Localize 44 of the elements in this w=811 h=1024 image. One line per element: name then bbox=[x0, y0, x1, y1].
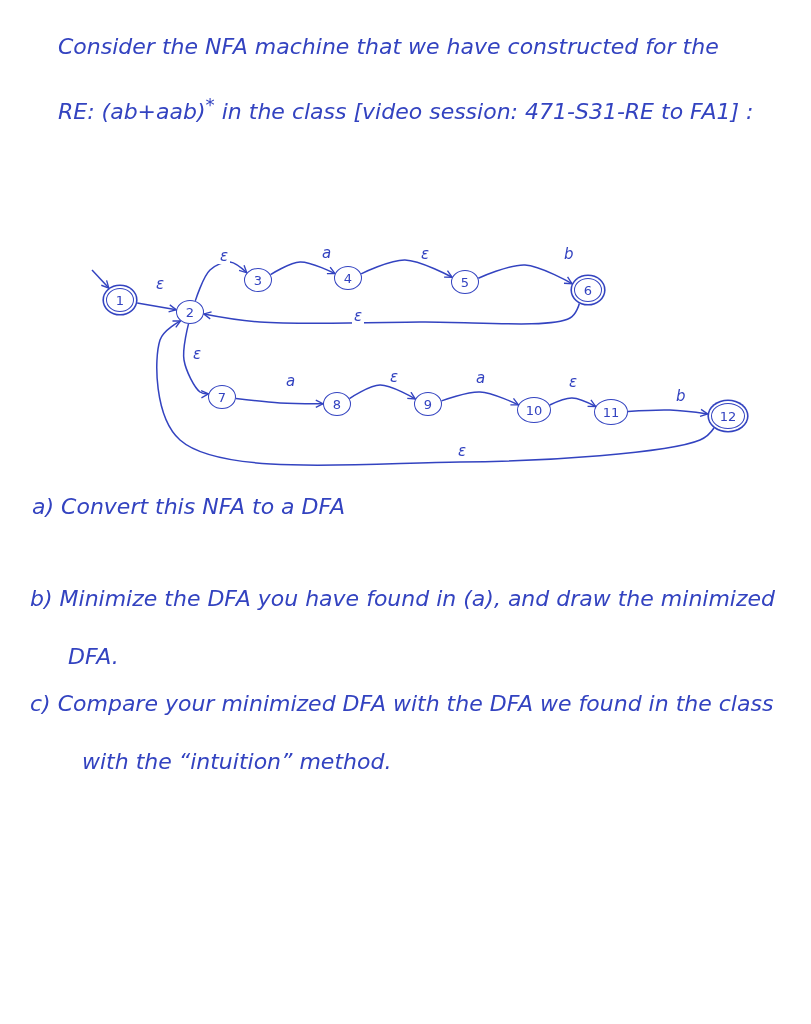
state-label: 12 bbox=[719, 408, 737, 424]
state-label: 8 bbox=[332, 396, 342, 412]
arrow bbox=[182, 323, 210, 399]
question-text: a) Convert this NFA to a DFA bbox=[32, 493, 346, 521]
state-circle bbox=[208, 385, 236, 409]
intro-text: Consider the NFA machine that we have constructed for the RE: (ab+aab)$^{*}$ in the class [video session: 471-S31-RE to FA1] : bbox=[58, 33, 755, 127]
state-label: 9 bbox=[423, 396, 433, 412]
arrow bbox=[91, 269, 110, 289]
state-label: 3 bbox=[253, 272, 263, 288]
edge-label: b bbox=[674, 388, 688, 404]
state-circle bbox=[517, 397, 551, 423]
accept-state-circle bbox=[574, 278, 602, 302]
arrow bbox=[348, 384, 417, 400]
arrow bbox=[136, 302, 177, 313]
accept-state-circle bbox=[711, 403, 745, 429]
state-label: 2 bbox=[185, 304, 195, 320]
state-label: 7 bbox=[217, 389, 227, 405]
question-text: c) Compare your minimized DFA with the DFA we found in the class with the “intuition” method. bbox=[30, 690, 775, 776]
state-label: 5 bbox=[460, 274, 470, 290]
state-label: 10 bbox=[525, 402, 543, 418]
arrow bbox=[194, 261, 248, 302]
state-circle bbox=[594, 399, 628, 425]
arrow bbox=[627, 408, 709, 418]
state-circle bbox=[244, 268, 272, 292]
arrow bbox=[269, 261, 336, 276]
arrow bbox=[156, 320, 715, 467]
accept-state-circle bbox=[106, 288, 134, 312]
arrow bbox=[235, 397, 324, 409]
question-text: b) Minimize the DFA you have found in (a), and draw the minimized DFA. bbox=[30, 585, 777, 671]
arrow bbox=[360, 259, 453, 279]
state-circle bbox=[323, 392, 351, 416]
state-label: 1 bbox=[115, 292, 125, 308]
arrow bbox=[440, 391, 520, 406]
state-circle bbox=[451, 270, 479, 294]
state-circle bbox=[334, 266, 362, 290]
state-label: 4 bbox=[343, 270, 353, 286]
edge-label: b bbox=[562, 246, 576, 262]
state-label: 11 bbox=[602, 404, 620, 420]
arrow bbox=[203, 302, 581, 325]
arrow bbox=[548, 397, 597, 408]
state-circle bbox=[414, 392, 442, 416]
state-circle bbox=[176, 300, 204, 324]
state-label: 6 bbox=[583, 282, 593, 298]
arrow bbox=[477, 264, 573, 285]
